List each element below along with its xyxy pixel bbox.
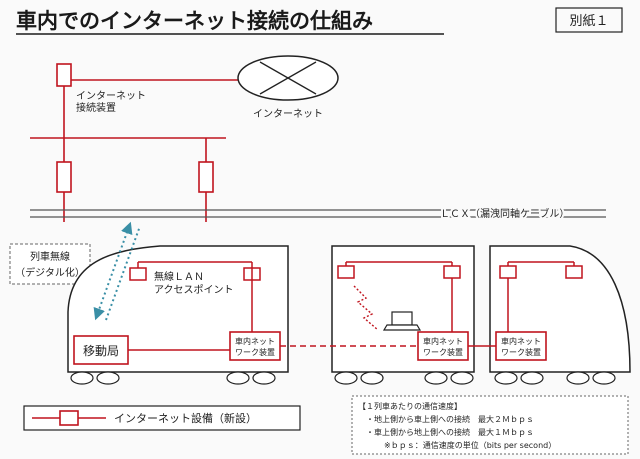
car1-network-device: [229, 331, 281, 361]
internet-connection-device: [56, 63, 72, 87]
train-radio-box: [9, 243, 91, 285]
car2-access-point-right: [443, 265, 461, 279]
speed-line-2: ・車上側から地上側への接続 最大１Ｍｂｐｓ: [366, 427, 534, 437]
radio-wave-a: [93, 221, 133, 321]
mobile-station: [73, 335, 129, 365]
internet-cross-b: [259, 61, 317, 95]
radio-wave-b: [105, 225, 141, 321]
car2-network-label-2: ワーク装置: [423, 347, 463, 357]
car3-access-point-right: [565, 265, 583, 279]
wireless-lan-label-1: 無線ＬＡＮ: [154, 270, 204, 283]
page-title: 車内でのインターネット接続の仕組み: [16, 9, 373, 33]
ground-equipment-right: [198, 161, 214, 193]
car2-network-device: [417, 331, 469, 361]
train-radio-label-2: （デジタル化）: [15, 266, 85, 279]
mobile-station-label: 移動局: [83, 344, 119, 358]
lcx-label: ＬＣＸ（漏洩同軸ケーブル）: [440, 207, 569, 220]
speed-note: ※ｂｐｓ：通信速度の単位（bits per second）: [384, 440, 556, 450]
car1-network-label-1: 車内ネット: [235, 336, 275, 346]
car2-network-label-1: 車内ネット: [423, 336, 463, 346]
ground-equipment-left: [56, 161, 72, 193]
car2-access-point-left: [337, 265, 355, 279]
legend-equipment-symbol: [59, 410, 79, 426]
car3-network-label-2: ワーク装置: [501, 347, 541, 357]
attachment-label: 別紙１: [569, 14, 608, 29]
car3-network-label-1: 車内ネット: [501, 336, 541, 346]
laptop-icon: [382, 311, 422, 331]
wifi-signal-icon: [353, 285, 379, 331]
legend-label: インターネット設備（新設）: [114, 411, 257, 425]
car1-access-point-left: [129, 267, 147, 281]
car3-access-point-left: [499, 265, 517, 279]
speed-line-1: ・地上側から車上側への接続 最大２Ｍｂｐｓ: [366, 414, 534, 424]
car3-network-device: [495, 331, 547, 361]
internet-device-label-1: インターネット: [76, 90, 146, 102]
speed-info-box: [351, 395, 629, 455]
train-radio-label-1: 列車無線: [30, 250, 70, 263]
train-wheels: [70, 371, 616, 385]
car1-network-label-2: ワーク装置: [235, 347, 275, 357]
attachment-box: [555, 7, 623, 33]
internet-device-label-2: 接続装置: [76, 101, 116, 114]
internet-cloud-label: インターネット: [253, 108, 323, 120]
speed-heading: 【１列車あたりの通信速度】: [358, 401, 462, 411]
wireless-lan-label-2: アクセスポイント: [154, 284, 234, 296]
